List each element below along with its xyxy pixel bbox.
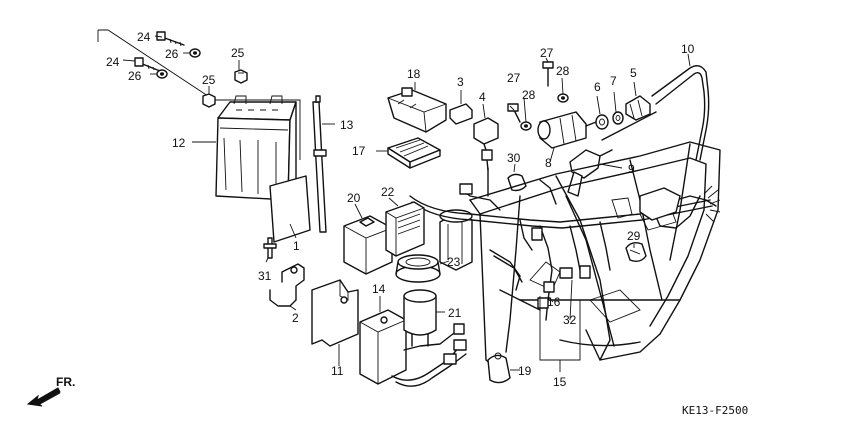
connector-3	[449, 103, 473, 125]
spark-plug-cap	[567, 149, 613, 197]
callout-24-upper: 24	[137, 30, 151, 44]
wire-harness	[409, 167, 721, 321]
turn-signal-relay-22	[385, 201, 425, 257]
washer-26-upper	[189, 48, 201, 58]
high-tension-cord	[601, 65, 710, 161]
callout-2: 2	[292, 311, 299, 325]
callout-25-lower: 25	[202, 73, 216, 87]
ignition-unit-14	[359, 309, 467, 387]
bolt-24-upper	[156, 31, 185, 47]
callout-12: 12	[172, 136, 186, 150]
callout-22: 22	[381, 185, 395, 199]
callout-27-lower: 27	[507, 71, 521, 85]
callout-17: 17	[352, 144, 366, 158]
washer-26-lower	[156, 69, 168, 79]
bolt-24-lower	[134, 57, 161, 72]
callout-29: 29	[627, 229, 641, 243]
callout-28-lower: 28	[522, 88, 536, 102]
regulator-rectifier	[387, 87, 447, 133]
callout-5: 5	[630, 66, 637, 80]
direction-label: FR.	[56, 375, 75, 389]
bolt-27-lower	[507, 103, 521, 123]
callout-30: 30	[507, 151, 521, 165]
battery	[215, 95, 297, 201]
nut-25-lower	[202, 93, 216, 108]
capacitor-21	[403, 289, 437, 347]
callout-16: 16	[547, 295, 561, 309]
boot-5	[625, 95, 651, 121]
callout-24-lower: 24	[106, 55, 120, 69]
callout-20: 20	[347, 191, 361, 205]
callout-9: 9	[628, 162, 635, 176]
callout-21: 21	[448, 306, 462, 320]
callout-14: 14	[372, 282, 386, 296]
flasher-relay-20	[343, 215, 393, 275]
callout-11: 11	[331, 364, 344, 378]
callout-18: 18	[407, 67, 421, 81]
callout-26-upper: 26	[165, 47, 179, 61]
breather-tube	[312, 95, 327, 233]
callout-23: 23	[447, 255, 461, 269]
callout-10: 10	[681, 42, 695, 56]
cdi-unit	[387, 137, 441, 169]
seal-7	[612, 111, 624, 125]
callout-6: 6	[594, 80, 601, 94]
callout-27-upper: 27	[540, 46, 554, 60]
callout-25-upper: 25	[231, 46, 245, 60]
bolt-31	[263, 237, 277, 259]
clamp-29	[625, 241, 647, 263]
battery-group-outline	[97, 29, 301, 160]
battery-holder-2	[269, 263, 305, 307]
callout-19: 19	[518, 364, 532, 378]
washer-28-upper	[557, 93, 569, 103]
front-direction-arrow: FR.	[26, 375, 75, 407]
callout-13: 13	[340, 118, 354, 132]
battery-sheet	[269, 175, 311, 243]
cover-11	[311, 279, 359, 347]
seal-6	[595, 114, 609, 130]
callout-labels: 24 26 25 24 26 25 12 13 1 31 2 18 3 4 17…	[106, 30, 695, 389]
callout-8: 8	[545, 156, 552, 170]
nut-25-upper	[234, 69, 248, 84]
relay-4	[473, 117, 499, 171]
callout-7: 7	[610, 74, 617, 88]
callout-3: 3	[457, 75, 464, 89]
frame	[469, 141, 721, 373]
washer-28-lower	[520, 121, 532, 131]
leader-lines	[122, 35, 691, 372]
diagram-code: KE13-F2500	[682, 404, 748, 417]
callout-4: 4	[479, 90, 486, 104]
ignition-coil-8	[537, 111, 607, 149]
callout-1: 1	[293, 239, 300, 253]
bolt-27-upper	[542, 61, 554, 87]
callout-31: 31	[258, 269, 272, 283]
clip-19	[487, 352, 511, 384]
rubber-mount-23	[395, 254, 441, 283]
callout-26-lower: 26	[128, 69, 142, 83]
callout-32: 32	[563, 313, 577, 327]
callout-28-upper: 28	[556, 64, 570, 78]
callout-15: 15	[553, 375, 567, 389]
